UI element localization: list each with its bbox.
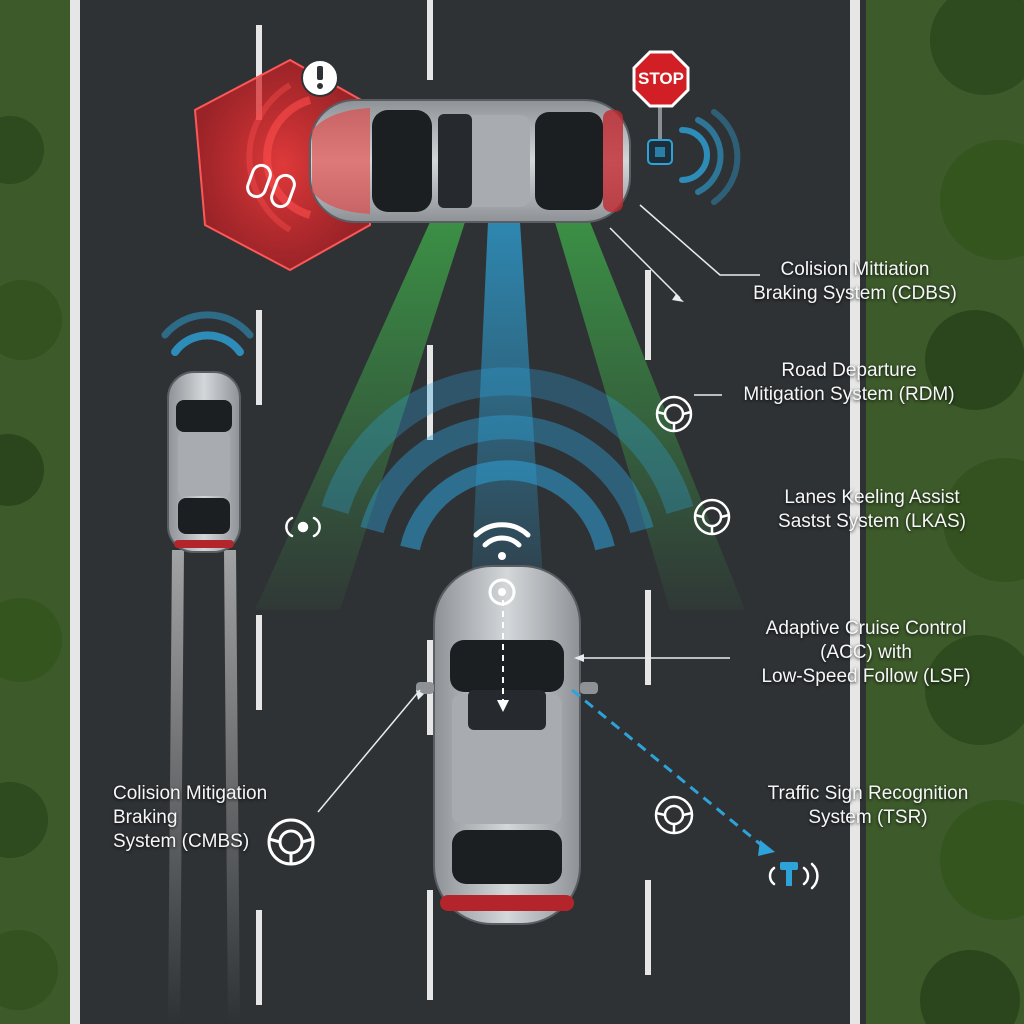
stop-sign-text: STOP	[638, 69, 684, 88]
steering-wheel-icon	[693, 498, 731, 536]
label-tsr-line2: System (TSR)	[808, 807, 928, 828]
label-acc-line3: Low-Speed Follow (LSF)	[761, 666, 971, 687]
label-acc-line1: Adaptive Cruise Control	[765, 618, 967, 639]
leader-lines	[317, 204, 760, 813]
label-lkas-line1: Lanes Keeling Assist	[784, 487, 960, 508]
leader-arrow	[672, 294, 684, 302]
tsr-dashed-line	[571, 688, 766, 850]
label-cmbs-line3: System (CMBS)	[113, 831, 250, 852]
stop-sign: STOP	[632, 50, 690, 148]
target-icon	[488, 578, 516, 606]
sensor-wave-icon	[679, 109, 741, 205]
label-rdm-line2: Mitigation System (RDM)	[743, 384, 955, 405]
label-cmbs-line1: Colision Mitigation	[113, 783, 268, 804]
trees-right	[920, 0, 1024, 1024]
leader-arrow	[416, 690, 424, 700]
left-car-radar-icon	[161, 311, 254, 356]
label-acc-line2: (ACC) with	[820, 642, 912, 663]
warning-icon	[301, 59, 339, 97]
side-sensor-icon	[285, 516, 321, 538]
label-tsr: Traffic Sign Recognition System (TSR)	[746, 782, 990, 830]
steering-wheel-icon	[655, 395, 693, 433]
trees-left	[0, 116, 62, 1010]
label-cdbs-line1: Colision Mittiation	[780, 259, 930, 280]
lead-car-horizontal	[309, 99, 631, 223]
radar-arcs	[321, 367, 694, 551]
steering-wheel-icon	[654, 795, 694, 835]
sign-sensor-icon	[647, 139, 673, 165]
label-lkas: Lanes Keeling Assist Sastst System (LKAS…	[760, 486, 984, 534]
footprints-icon	[246, 163, 296, 209]
road-edge-left	[70, 0, 80, 1024]
road-edge-right	[850, 0, 860, 1024]
steering-wheel-icon	[267, 818, 315, 866]
label-acc: Adaptive Cruise Control (ACC) with Low-S…	[738, 617, 994, 689]
label-cdbs-line2: Braking System (CDBS)	[753, 283, 957, 304]
beam-green-left	[255, 222, 465, 610]
label-lkas-line2: Sastst System (LKAS)	[778, 511, 966, 532]
label-tsr-line1: Traffic Sign Recognition	[767, 783, 969, 804]
beam-blue-center	[470, 222, 545, 610]
wifi-signal-icon	[473, 522, 531, 560]
leader-arrow	[574, 654, 584, 662]
label-cmbs-line2: Braking	[113, 807, 178, 828]
label-rdm: Road Departure Mitigation System (RDM)	[724, 359, 974, 407]
tsr-arrow	[758, 840, 775, 856]
label-rdm-line1: Road Departure	[781, 360, 917, 381]
label-cdbs: Colision Mittiation Braking System (CDBS…	[740, 258, 970, 306]
tsr-sensor-icon	[768, 862, 819, 890]
beam-green-right	[555, 222, 745, 610]
warning-arcs	[246, 82, 312, 233]
left-lane-car	[167, 371, 241, 1024]
label-cmbs: Colision Mitigation Braking System (CMBS…	[113, 782, 313, 854]
ego-car	[416, 565, 598, 925]
